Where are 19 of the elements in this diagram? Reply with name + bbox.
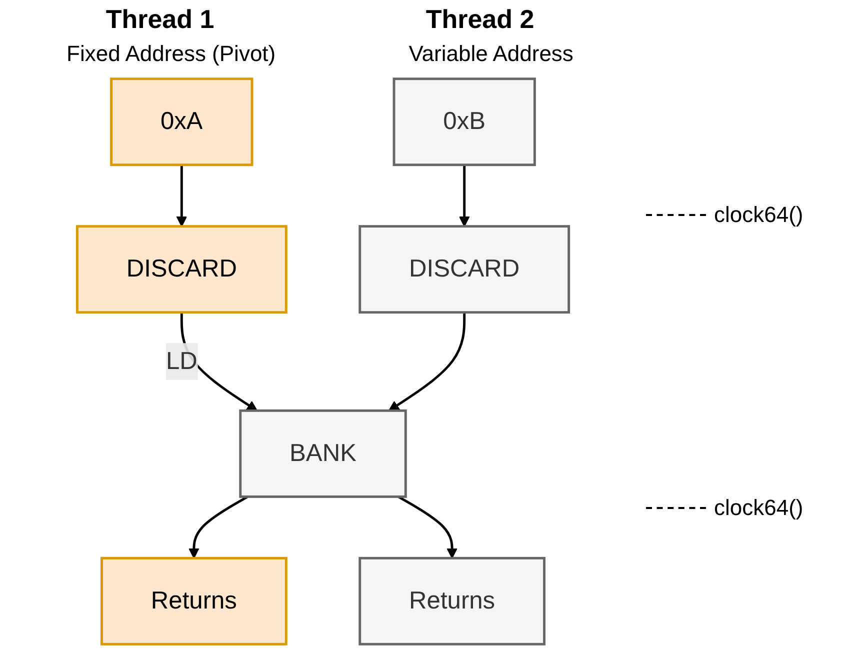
node-box: 0xA [110, 78, 254, 166]
column-subheading: Variable Address [408, 41, 574, 66]
timing-label: clock64() [714, 494, 804, 521]
node-box: Returns [100, 556, 288, 646]
column-subheading: Fixed Address (Pivot) [66, 41, 276, 66]
column-heading: Thread 1 [106, 4, 214, 34]
arrow [388, 312, 466, 412]
arrow [458, 164, 470, 227]
node-box: DISCARD [358, 225, 570, 314]
timing-label: clock64() [714, 202, 804, 228]
column-heading: Thread 2 [426, 4, 534, 34]
node-box: 0xB [392, 78, 536, 166]
edge-label: LD [166, 348, 198, 376]
node-box: BANK [239, 409, 407, 498]
arrow [188, 496, 248, 559]
node-box: DISCARD [76, 225, 288, 314]
node-box: Returns [358, 556, 546, 646]
arrow [398, 496, 458, 559]
arrow [176, 164, 188, 227]
